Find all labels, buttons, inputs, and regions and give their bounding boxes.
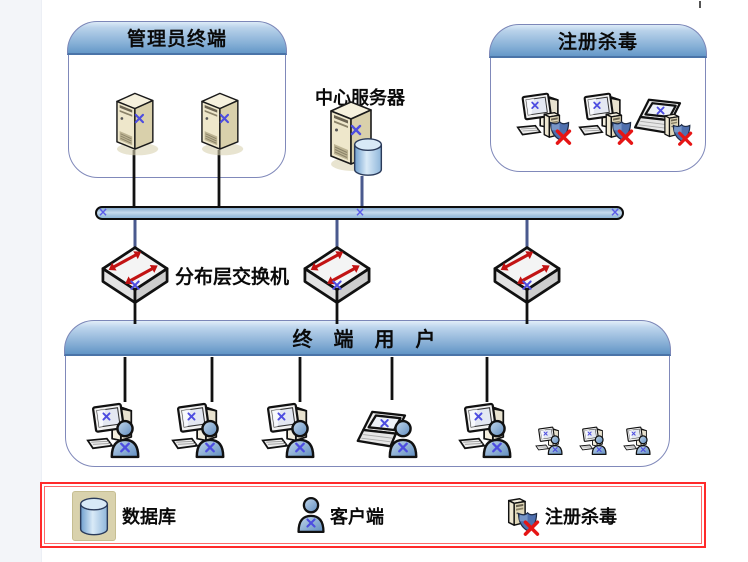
legend-inner-border [44, 486, 702, 544]
bus-node-mark: × [609, 205, 620, 219]
switch-icon [99, 243, 171, 309]
database-icon [353, 138, 383, 176]
admin-server-icon [107, 88, 161, 158]
end-users-title: 终 端 用 户 [292, 327, 443, 352]
antivirus-server-icon [507, 497, 540, 536]
antivirus-group: 注册杀毒 [489, 24, 707, 172]
legend-label: 注册杀毒 [545, 507, 617, 528]
client-icon [261, 402, 315, 459]
legend-item-database [72, 491, 116, 541]
antivirus-group-title: 注册杀毒 [557, 31, 638, 54]
client-icon [458, 402, 512, 459]
switch-icon [301, 243, 373, 309]
corner-tick-mark [699, 1, 701, 8]
client-person-icon [295, 496, 327, 534]
admin-group-title: 管理员终端 [126, 28, 227, 51]
legend: 数据库 客户端 注册杀毒 [40, 482, 706, 548]
switch-label: 分布层交换机 [175, 266, 290, 288]
antivirus-group-header: 注册杀毒 [489, 24, 707, 59]
bus-node-mark: × [355, 205, 366, 219]
backbone-bus: × × × [95, 205, 624, 220]
legend-label: 数据库 [122, 507, 176, 528]
end-users-header: 终 端 用 户 [64, 320, 671, 357]
antivirus-computer-icon [578, 92, 634, 145]
central-server-label: 中心服务器 [315, 88, 405, 109]
admin-server-icon [192, 88, 246, 158]
small-client-icon [535, 426, 563, 456]
bus-node-mark: × [98, 205, 109, 219]
client-icon [171, 402, 225, 459]
admin-terminals-group: 管理员终端 [67, 21, 287, 178]
small-client-icon [579, 426, 607, 456]
client-icon [86, 402, 140, 459]
antivirus-computer-icon [516, 92, 572, 145]
switch-icon [491, 243, 563, 309]
antivirus-laptop-icon [633, 98, 693, 146]
small-client-icon [623, 426, 651, 456]
central-server-icon [329, 100, 383, 176]
admin-group-header: 管理员终端 [67, 21, 287, 56]
laptop-client-icon [356, 410, 418, 459]
database-icon [78, 496, 110, 537]
page-margin-strip [0, 0, 42, 562]
legend-label: 客户端 [330, 507, 384, 528]
